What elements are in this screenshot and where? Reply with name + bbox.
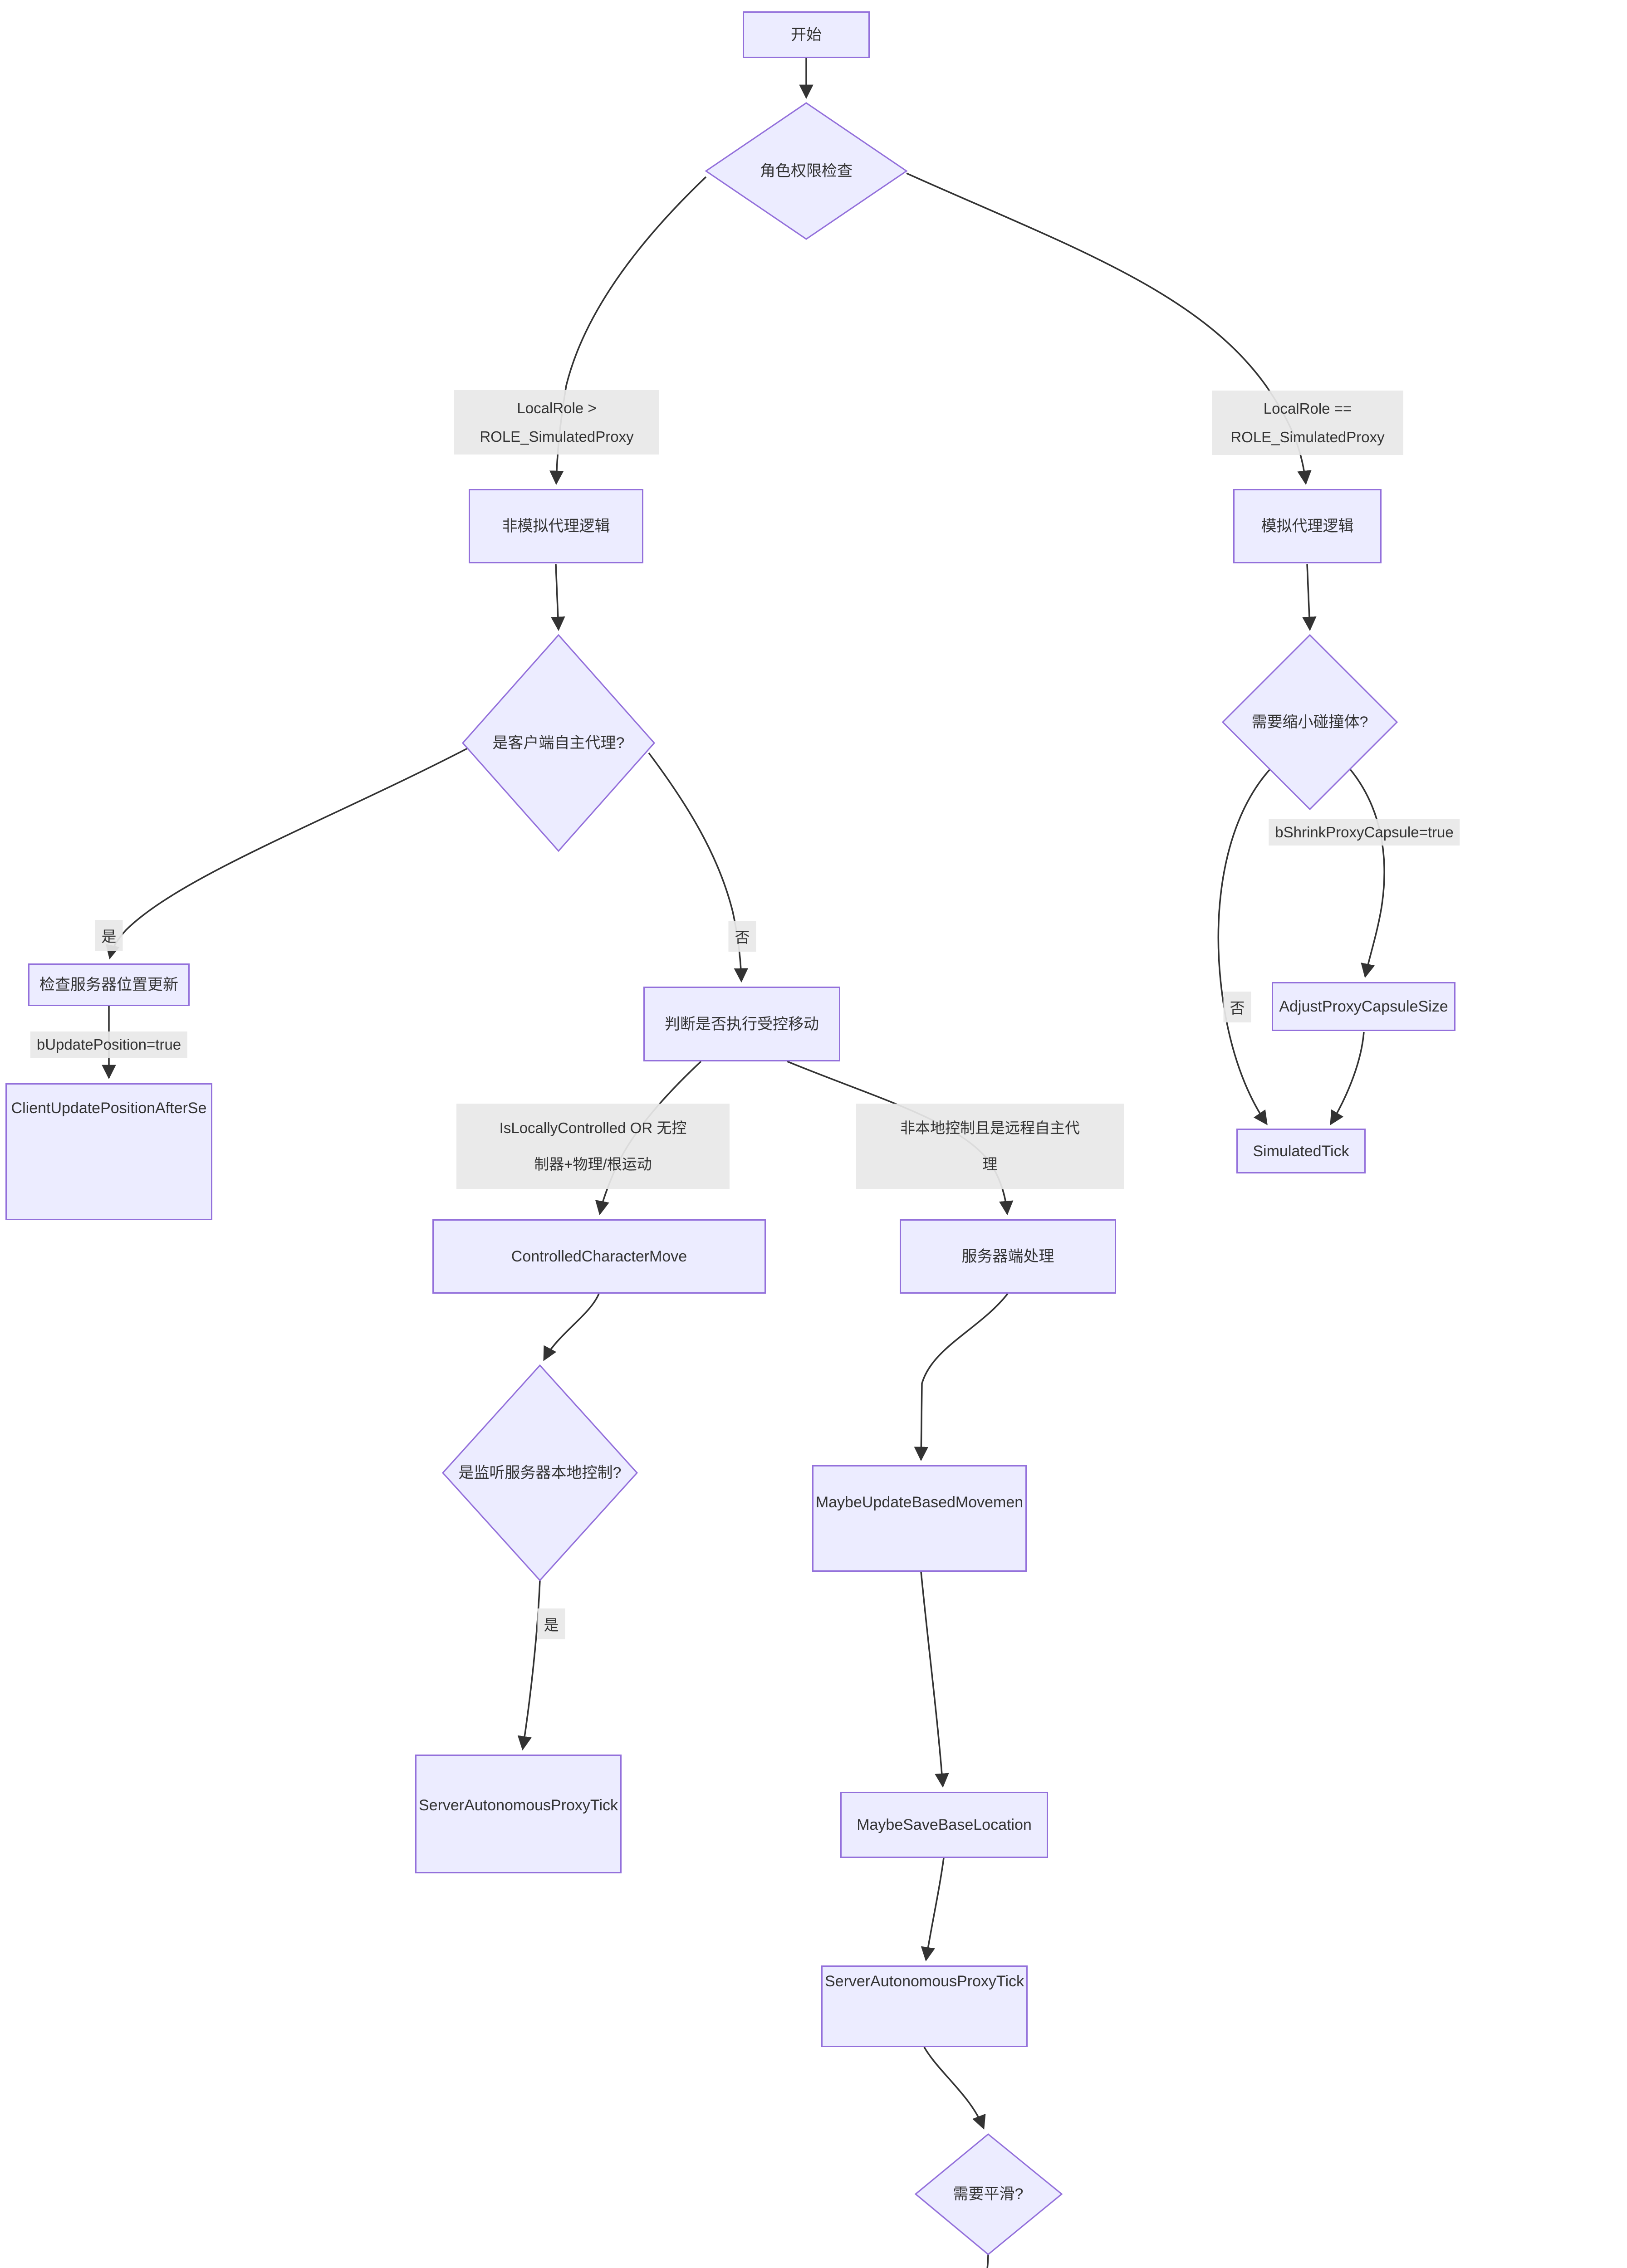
- decision-listen-server-shape: [441, 1364, 638, 1582]
- node-check-server-pos-label: 检查服务器位置更新: [39, 976, 178, 993]
- node-simulated-tick: SimulatedTick: [1236, 1129, 1366, 1173]
- node-check-server-pos: 检查服务器位置更新: [28, 963, 190, 1006]
- node-start: 开始: [743, 11, 870, 58]
- node-server-autonomous-proxy-tick-2-label: ServerAutonomousProxyTick: [824, 1973, 1024, 1990]
- edge-maybe-save-to-sap2: [921, 1857, 945, 1962]
- edge-label-b-shrink-proxy-capsule: bShrinkProxyCapsule=true: [1269, 819, 1460, 846]
- edge-adjust-to-sim-tick: [1330, 1031, 1365, 1125]
- node-maybe-update-based-movement: MaybeUpdateBasedMovemen: [812, 1465, 1027, 1572]
- edge-need-smooth-yes-to-smooth: [986, 2254, 989, 2268]
- node-server-autonomous-proxy-tick-1: ServerAutonomousProxyTick: [415, 1755, 622, 1873]
- edge-label-no-client-auto: 否: [728, 921, 756, 952]
- node-non-sim-logic: 非模拟代理逻辑: [469, 489, 643, 563]
- decision-need-smooth-label: 需要平滑?: [953, 2185, 1024, 2203]
- edge-controlled-move-to-listen: [543, 1293, 600, 1361]
- node-maybe-save-base-location: MaybeSaveBaseLocation: [840, 1792, 1048, 1858]
- edge-label-is-locally-controlled-line2: 制器+物理/根运动: [534, 1156, 652, 1173]
- decision-listen-server-label: 是监听服务器本地控制?: [458, 1464, 622, 1481]
- node-maybe-update-based-movement-label: MaybeUpdateBasedMovemen: [815, 1494, 1024, 1511]
- node-client-update-pos-label: ClientUpdatePositionAfterSe: [11, 1100, 207, 1117]
- edge-server-side-to-maybe-update: [914, 1293, 1009, 1461]
- edge-label-yes-listen-server: 是: [537, 1608, 565, 1639]
- decision-role-check-shape: [705, 102, 908, 240]
- decision-client-autonomous-label: 是客户端自主代理?: [492, 734, 625, 752]
- edge-label-non-local-line1: 非本地控制且是远程自主代: [900, 1119, 1080, 1136]
- node-start-label: 开始: [791, 26, 822, 44]
- decision-need-smooth-shape: [914, 2133, 1063, 2255]
- decision-need-shrink-shape: [1221, 634, 1398, 811]
- edge-sap2-to-need-smooth: [923, 2047, 986, 2130]
- edge-label-yes-client-auto: 是: [95, 920, 123, 951]
- decision-role-check-label: 角色权限检查: [760, 162, 853, 180]
- edge-label-local-role-eq-line1: LocalRole ==: [1263, 400, 1352, 417]
- node-server-side-label: 服务器端处理: [961, 1248, 1054, 1265]
- node-judge-controlled-move-label: 判断是否执行受控移动: [665, 1015, 819, 1033]
- edge-client-auto-yes: [105, 748, 468, 960]
- edge-label-b-update-position: bUpdatePosition=true: [30, 1031, 188, 1058]
- edge-label-non-local-line2: 理: [982, 1156, 998, 1173]
- edge-label-local-role-eq: LocalRole == ROLE_SimulatedProxy: [1212, 391, 1403, 455]
- edge-client-auto-no: [648, 752, 749, 983]
- node-non-sim-logic-label: 非模拟代理逻辑: [502, 518, 610, 535]
- edge-non-sim-to-client-auto: [551, 564, 565, 631]
- node-controlled-character-move-label: ControlledCharacterMove: [511, 1248, 687, 1265]
- node-client-update-pos: ClientUpdatePositionAfterSe: [5, 1083, 212, 1220]
- node-simulated-tick-label: SimulatedTick: [1253, 1142, 1349, 1160]
- node-server-autonomous-proxy-tick-2: ServerAutonomousProxyTick: [821, 1965, 1028, 2047]
- node-adjust-proxy-capsule-size-label: AdjustProxyCapsuleSize: [1279, 998, 1448, 1015]
- decision-need-shrink-label: 需要缩小碰撞体?: [1251, 714, 1368, 731]
- node-sim-logic: 模拟代理逻辑: [1233, 489, 1382, 563]
- edge-label-local-role-gt: LocalRole > ROLE_SimulatedProxy: [454, 390, 659, 455]
- decision-client-autonomous-shape: [461, 634, 656, 852]
- node-server-autonomous-proxy-tick-1-label: ServerAutonomousProxyTick: [418, 1797, 618, 1814]
- edge-label-no-shrink: 否: [1223, 992, 1251, 1022]
- edge-label-local-role-eq-line2: ROLE_SimulatedProxy: [1230, 429, 1385, 445]
- edge-sim-to-shrink: [1302, 564, 1317, 631]
- edge-listen-yes-to-sap1: [517, 1580, 541, 1751]
- edge-shrink-no-to-sim-tick: [1217, 768, 1271, 1125]
- edge-maybe-update-to-maybe-save: [920, 1571, 949, 1788]
- node-adjust-proxy-capsule-size: AdjustProxyCapsuleSize: [1272, 982, 1455, 1031]
- edge-label-local-role-gt-line2: ROLE_SimulatedProxy: [480, 428, 634, 445]
- edge-shrink-to-adjust: [1349, 768, 1385, 978]
- edge-label-is-locally-controlled-line1: IsLocallyControlled OR 无控: [499, 1119, 687, 1136]
- node-controlled-character-move: ControlledCharacterMove: [432, 1219, 766, 1294]
- node-server-side: 服务器端处理: [900, 1219, 1116, 1294]
- edge-label-is-locally-controlled: IsLocallyControlled OR 无控 制器+物理/根运动: [456, 1104, 730, 1189]
- edge-label-non-local: 非本地控制且是远程自主代 理: [856, 1104, 1124, 1189]
- node-maybe-save-base-location-label: MaybeSaveBaseLocation: [857, 1816, 1032, 1833]
- node-sim-logic-label: 模拟代理逻辑: [1261, 518, 1354, 535]
- node-judge-controlled-move: 判断是否执行受控移动: [643, 987, 840, 1061]
- edge-label-local-role-gt-line1: LocalRole >: [517, 400, 597, 416]
